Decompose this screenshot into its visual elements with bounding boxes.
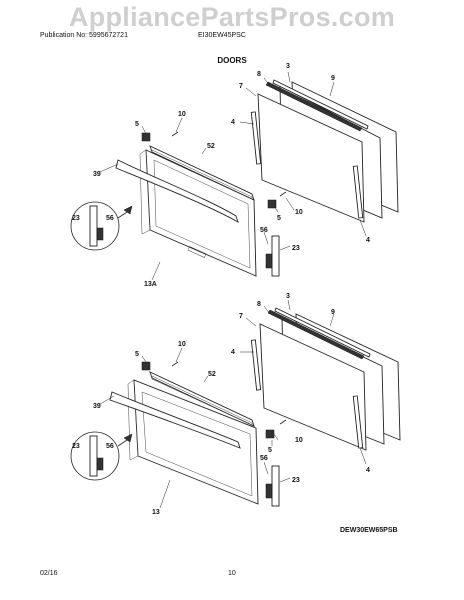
upper-callout-56b: 56: [260, 227, 268, 234]
lower-hinge-detail-circle: [70, 431, 120, 481]
footer-page-number: 10: [228, 570, 236, 577]
upper-side-channel-4-left: [250, 111, 262, 165]
upper-callout-13a: 13A: [144, 281, 157, 288]
upper-logo-badge: [187, 246, 207, 258]
lower-side-channel-4-right: [352, 395, 364, 449]
lower-side-channel-4-left: [250, 339, 262, 391]
upper-callout-23a: 23: [72, 215, 80, 222]
upper-side-channel-4-right: [352, 165, 364, 219]
upper-hinge-23-right: [271, 235, 280, 277]
upper-inner-glass-7: [257, 93, 365, 223]
upper-outer-door-13a: [145, 149, 257, 277]
upper-hinge-detail-circle: [70, 201, 120, 251]
upper-callout-8: 8: [257, 71, 261, 78]
watermark: AppliancePartsPros.com: [68, 2, 396, 32]
publication-number: Publication No: 5995672721: [40, 32, 128, 39]
upper-callout-39: 39: [93, 171, 101, 178]
lower-callout-4a: 4: [231, 349, 235, 356]
lower-inner-glass-7: [259, 323, 367, 451]
section-title: DOORS: [217, 56, 247, 65]
upper-callout-56a: 56: [106, 215, 114, 222]
lower-callout-5b: 5: [268, 447, 272, 454]
lower-top-vent-52: [149, 371, 255, 427]
lower-callout-52: 52: [208, 371, 216, 378]
upper-callout-5b: 5: [277, 215, 281, 222]
upper-callout-4a: 4: [231, 119, 235, 126]
model-number: EI30EW45PSC: [198, 32, 246, 39]
lower-callout-56b: 56: [260, 455, 268, 462]
upper-trim-strip-3b: [272, 79, 369, 130]
lower-callout-9: 9: [331, 309, 335, 316]
lower-hinge-23-right: [271, 465, 280, 507]
lower-callout-39: 39: [93, 403, 101, 410]
lower-callout-13: 13: [152, 509, 160, 516]
diagram-code: DEW30EW65PSB: [340, 527, 398, 534]
lower-bracket-5-right: [265, 429, 275, 439]
upper-bracket-5-right: [267, 199, 277, 209]
lower-callout-10b: 10: [295, 437, 303, 444]
lower-callout-7: 7: [239, 313, 243, 320]
upper-callout-5a: 5: [135, 121, 139, 128]
upper-callout-7: 7: [239, 83, 243, 90]
lower-callout-23a: 23: [72, 443, 80, 450]
upper-trim-strip-3: [265, 81, 363, 132]
lower-door-assembly: [70, 299, 401, 509]
lower-callout-10a: 10: [178, 341, 186, 348]
upper-callout-4b: 4: [366, 237, 370, 244]
upper-callout-52: 52: [207, 143, 215, 150]
upper-callout-3: 3: [286, 63, 290, 70]
upper-bracket-5: [141, 132, 151, 142]
lower-bracket-5: [141, 361, 151, 371]
lower-callout-8: 8: [257, 301, 261, 308]
lower-door-handle-39: [109, 391, 241, 449]
lower-callout-3: 3: [286, 293, 290, 300]
lower-hinge-23-left: [89, 435, 98, 477]
lower-callout-56a: 56: [106, 443, 114, 450]
upper-hinge-23-left: [89, 205, 98, 247]
upper-callout-23b: 23: [292, 245, 300, 252]
lower-callout-4b: 4: [366, 467, 370, 474]
upper-callout-9: 9: [331, 75, 335, 82]
upper-screw-10: [171, 131, 179, 137]
lower-callout-5a: 5: [135, 351, 139, 358]
upper-callout-10b: 10: [295, 209, 303, 216]
footer-date: 02/16: [40, 570, 58, 577]
lower-trim-strip-3b: [274, 307, 371, 358]
lower-callout-23b: 23: [292, 477, 300, 484]
lower-screw-10: [171, 361, 179, 367]
upper-door-assembly: [70, 71, 399, 281]
upper-callout-10a: 10: [178, 111, 186, 118]
upper-door-handle-39: [115, 159, 239, 223]
